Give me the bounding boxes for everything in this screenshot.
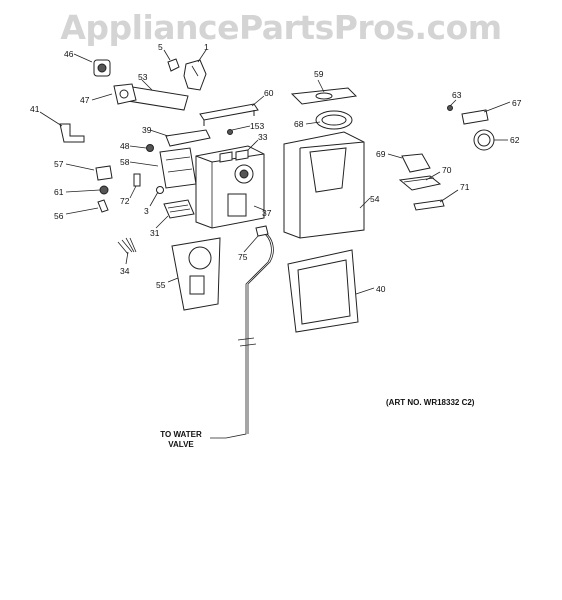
callout-5: 5 [158,42,163,52]
callout-41: 41 [30,104,40,114]
part-67-bracket [461,109,489,125]
part-39-panel [165,129,211,147]
part-59-seal [290,87,358,105]
callout-61: 61 [54,187,64,197]
callout-69: 69 [376,149,386,159]
callout-59: 59 [314,69,324,79]
water-valve-label: TO WATER VALVE [148,430,214,450]
part-47-bracket [113,83,137,105]
part-5-clip [167,58,180,72]
watermark-text: AppliancePartsPros.com [60,8,502,47]
callout-62: 62 [510,135,520,145]
part-1-solenoid [183,59,207,91]
art-number-label: (ART NO. WR18332 C2) [386,398,475,407]
part-61-nut [99,185,109,195]
callout-37: 37 [262,208,272,218]
part-48-grommet [146,144,154,152]
callout-70: 70 [442,165,452,175]
callout-58: 58 [120,157,130,167]
part-58-bucket-bracket [159,147,197,189]
callout-33: 33 [258,132,268,142]
callout-39: 39 [142,125,152,135]
callout-63: 63 [452,90,462,100]
callout-67: 67 [512,98,522,108]
callout-56: 56 [54,211,64,221]
part-75-water-tube [210,225,274,439]
callout-60: 60 [264,88,274,98]
part-68-ring [315,110,353,130]
part-69-paddle [401,153,431,173]
part-57-switch [95,165,113,181]
callout-31: 31 [150,228,160,238]
callout-57: 57 [54,159,64,169]
part-63-screw [447,105,453,111]
callout-40: 40 [376,284,386,294]
callout-75: 75 [238,252,248,262]
callout-68: 68 [294,119,304,129]
callout-72: 72 [120,196,130,206]
part-46-knob [93,59,111,77]
water-valve-line-1: TO WATER [160,430,202,439]
callout-47: 47 [80,95,90,105]
callout-labels: 46 5 1 53 47 60 41 153 39 48 33 58 57 61… [30,42,522,294]
callout-71: 71 [460,182,470,192]
part-71-strip [413,199,445,211]
callout-55: 55 [156,280,166,290]
callout-153: 153 [250,121,264,131]
part-56-plug [97,199,109,213]
part-33-dispenser-housing [195,145,265,229]
callout-48: 48 [120,141,130,151]
part-72-tab [133,173,141,187]
water-valve-line-2: VALVE [168,440,194,449]
part-153-screw [227,129,233,135]
part-55-cover [171,237,221,311]
callout-34: 34 [120,266,130,276]
part-70-actuator [398,175,442,191]
leader-lines [39,49,511,295]
part-60-handle [199,103,259,126]
part-3-screw [156,186,164,194]
callout-1: 1 [204,42,209,52]
part-62-light [473,129,495,151]
part-54-dispenser-panel [283,131,365,239]
callout-53: 53 [138,72,148,82]
part-31-drip-tray [163,199,195,219]
callout-54: 54 [370,194,380,204]
part-40-frame [287,249,359,333]
part-34-harness [117,237,137,255]
callout-46: 46 [64,49,74,59]
callout-3: 3 [144,206,149,216]
part-41-bracket [59,123,85,143]
